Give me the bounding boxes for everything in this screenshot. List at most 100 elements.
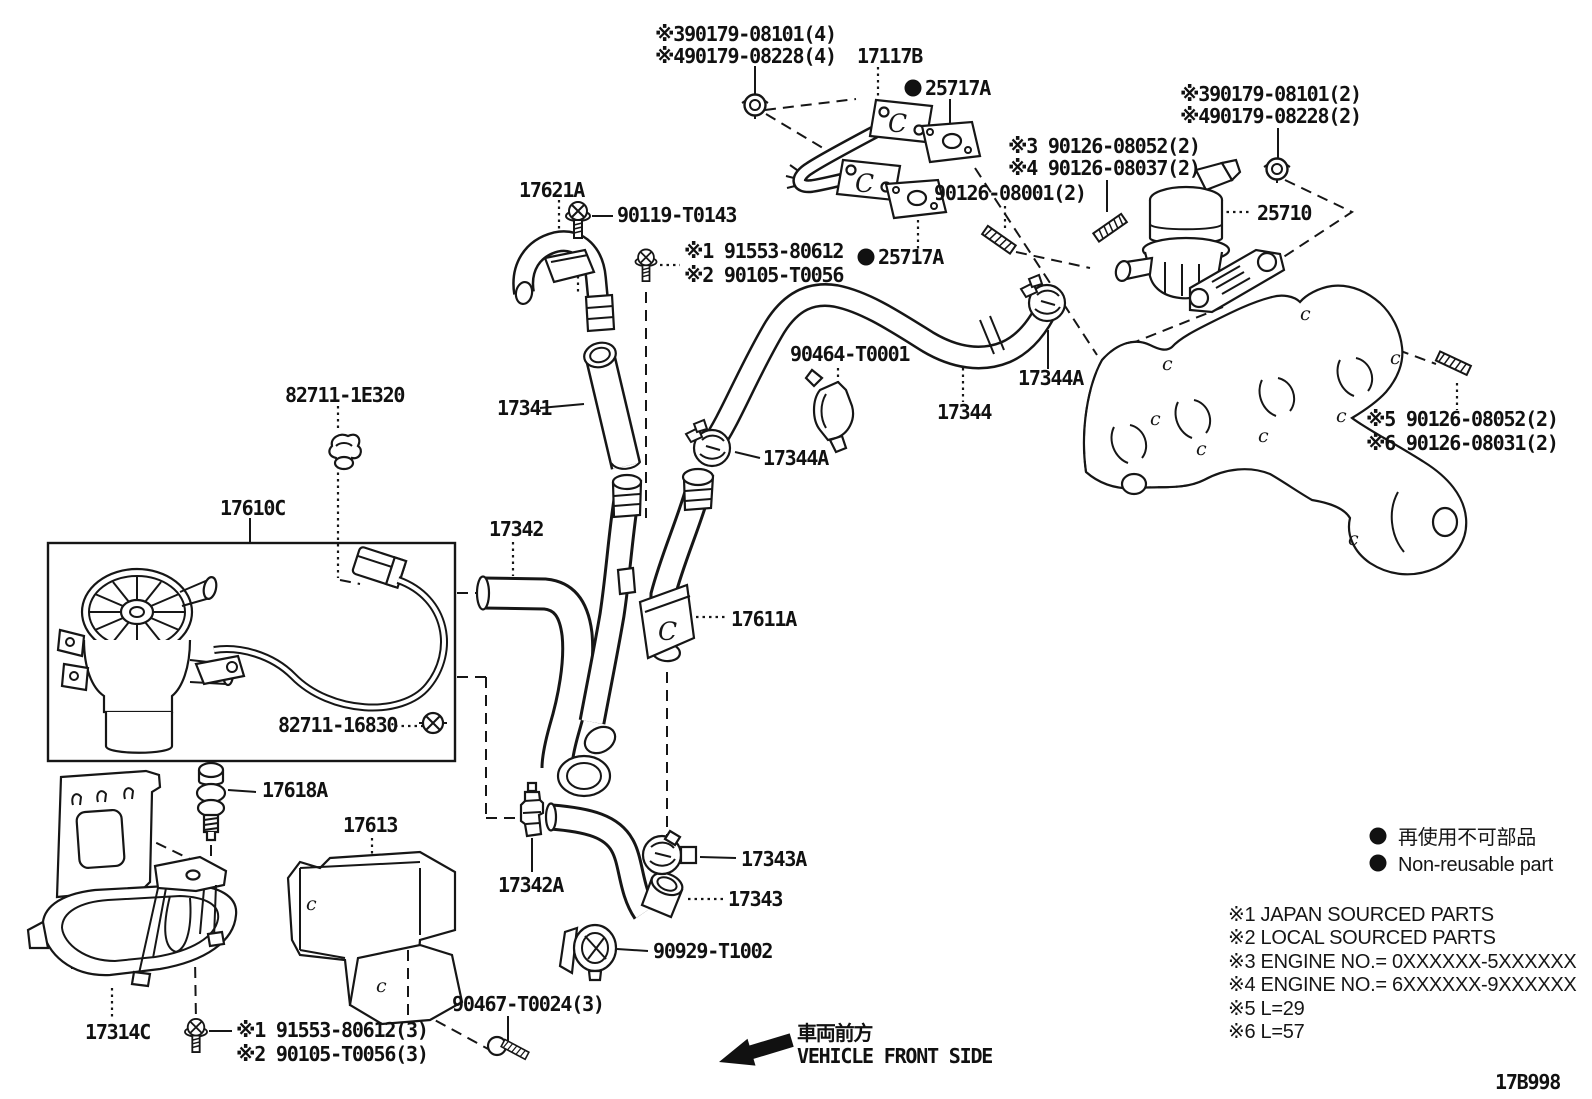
label-note-b1: ※3 90126-08052(2) (1008, 134, 1200, 158)
bolt-91553-bottom (184, 1018, 208, 1053)
vehicle-front-arrow (719, 1033, 794, 1066)
svg-text:c: c (306, 893, 317, 915)
pipe-collar-right (681, 467, 715, 512)
drawing-id: 17B998 (1495, 1070, 1560, 1094)
label-17314C: 17314C (85, 1020, 150, 1044)
legend-note-1: ※1 JAPAN SOURCED PARTS (1228, 904, 1494, 926)
legend-note-3: ※3 ENGINE NO.= 0XXXXXX-5XXXXXX (1228, 951, 1576, 973)
stud-90126-08001 (981, 224, 1017, 255)
label-17344A-right: 17344A (1018, 366, 1084, 390)
bracket-25717A-top (920, 120, 982, 164)
svg-text:C: C (855, 169, 874, 198)
label-note-b2: ※4 90126-08037(2) (1008, 156, 1200, 180)
labels-layer: ※390179-08101(4) ※490179-08228(4) 17117B… (85, 22, 1559, 1068)
svg-text:c: c (1258, 425, 1269, 447)
svg-text:c: c (1390, 347, 1401, 369)
label-17613: 17613 (343, 813, 397, 837)
label-25710: 25710 (1257, 201, 1311, 225)
label-17344: 17344 (937, 400, 992, 424)
label-17342A: 17342A (498, 873, 564, 897)
hose-17621A (512, 230, 616, 333)
label-82711-16830: 82711-16830 (278, 713, 397, 737)
label-17341: 17341 (497, 396, 552, 420)
hose-17342 (475, 575, 612, 798)
stud-90126-valve (1092, 212, 1128, 243)
bracket-pedestal (130, 855, 228, 988)
label-25717A-bottom: 25717A (878, 245, 944, 269)
nut-90179-right (1262, 157, 1292, 185)
air-pipe-17611A: C (578, 467, 715, 755)
svg-text:c: c (1150, 408, 1161, 430)
svg-text:c: c (1196, 438, 1207, 460)
bracket-25717A-bottom (884, 178, 948, 220)
label-17117B: 17117B (857, 44, 923, 68)
svg-text:c: c (1336, 405, 1347, 427)
svg-text:c: c (376, 975, 387, 997)
bolt-82711-16830 (419, 711, 447, 735)
label-direction-jp: 車両前方 (797, 1021, 873, 1045)
pipe-assembly-17117B: C C (785, 98, 982, 220)
svg-text:c: c (1300, 303, 1311, 325)
svg-text:c: c (1162, 353, 1173, 375)
label-90464-T0001: 90464-T0001 (790, 342, 910, 366)
legend: 再使用不可部品 Non-reusable part ※1 JAPAN SOURC… (1228, 825, 1577, 1094)
label-note-a1: ※390179-08101(4) (655, 22, 836, 46)
label-note-d1: ※1 91553-80612 (684, 239, 843, 263)
clamp-17343A (641, 829, 698, 876)
nonreusable-dot-25717A-top (904, 79, 922, 97)
nonreusable-dot-legend-jp (1369, 827, 1387, 845)
label-17610C: 17610C (220, 496, 285, 520)
legend-note-4: ※4 ENGINE NO.= 6XXXXXX-9XXXXXX (1228, 974, 1576, 996)
label-note-a2: ※490179-08228(4) (655, 44, 836, 68)
svg-text:c: c (1348, 528, 1359, 550)
nut-90179-top (740, 93, 770, 121)
label-17343A: 17343A (741, 847, 807, 871)
bracket-17314C (26, 769, 238, 988)
label-note-f2: ※2 90105-T0056(3) (236, 1042, 428, 1066)
grommet-90929-T1002 (558, 923, 618, 982)
legend-note-6: ※6 L=57 (1228, 1021, 1305, 1043)
label-note-c2: ※490179-08228(2) (1180, 104, 1361, 128)
air-switching-valve-25710 (1114, 158, 1286, 314)
valve-17618A (195, 761, 227, 842)
label-82711-1E320: 82711-1E320 (285, 383, 404, 407)
legend-note-5: ※5 L=29 (1228, 998, 1305, 1020)
pipe-bracket: C (638, 583, 696, 660)
bolt-90467-T0024 (486, 1035, 530, 1061)
nonreusable-dot-25717A-bottom (857, 248, 875, 266)
heat-shield-17613: c c (286, 850, 464, 1026)
svg-text:C: C (888, 109, 907, 138)
legend-nonreusable-en: Non-reusable part (1398, 854, 1554, 876)
clip-82711-1E320 (328, 433, 362, 471)
label-note-e1: ※5 90126-08052(2) (1366, 407, 1558, 431)
exhaust-manifold: c c c c c c c c (1082, 284, 1468, 576)
hose-17344 (702, 283, 1059, 453)
label-note-e2: ※6 90126-08031(2) (1366, 431, 1558, 455)
legend-nonreusable-jp: 再使用不可部品 (1398, 825, 1536, 849)
label-90929-T1002: 90929-T1002 (653, 939, 772, 963)
nonreusable-dot-legend-en (1369, 854, 1387, 872)
label-17618A: 17618A (262, 778, 328, 802)
label-17621A: 17621A (519, 178, 585, 202)
clip-17342A (519, 781, 545, 838)
hose-17343 (544, 802, 684, 920)
label-17344A-left: 17344A (763, 446, 829, 470)
air-pump-assembly-17610C (46, 541, 457, 763)
clip-90464-T0001 (804, 368, 855, 454)
hose-17343-collar (640, 871, 684, 919)
label-90467-T0024: 90467-T0024(3) (452, 992, 604, 1016)
label-note-c1: ※390179-08101(2) (1180, 82, 1361, 106)
label-17343: 17343 (728, 887, 782, 911)
legend-note-2: ※2 LOCAL SOURCED PARTS (1228, 927, 1496, 949)
label-note-f1: ※1 91553-80612(3) (236, 1018, 428, 1042)
clamp-17344A-right (1019, 273, 1067, 323)
label-90119-T0143: 90119-T0143 (617, 203, 736, 227)
svg-text:C: C (658, 617, 677, 646)
label-note-d2: ※2 90105-T0056 (684, 263, 843, 287)
bolt-91553-top (634, 248, 658, 282)
label-17611A: 17611A (731, 607, 797, 631)
stud-90126-manifold (1434, 350, 1472, 376)
hose-17341 (583, 341, 642, 470)
